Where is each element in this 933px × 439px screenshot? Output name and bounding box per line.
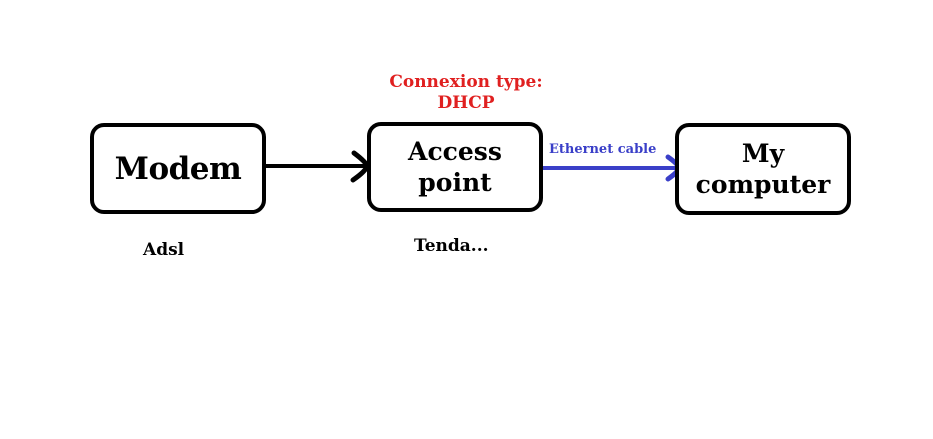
access-point-caption: Tenda...	[414, 236, 489, 256]
access-point-label-line1: Access	[408, 137, 502, 166]
connexion-type-annotation: Connexion type:	[389, 72, 543, 92]
access-point-node: Access point	[367, 122, 543, 212]
computer-node: My computer	[675, 123, 851, 215]
modem-node: Modem	[90, 123, 266, 214]
arrow-modem-to-access-point	[266, 150, 370, 183]
computer-node-label: My computer	[696, 138, 831, 200]
arrow-access-point-to-computer	[543, 154, 682, 182]
ethernet-cable-label: Ethernet cable	[549, 142, 657, 157]
computer-label-line2: computer	[695, 170, 831, 199]
modem-caption: Adsl	[143, 240, 185, 260]
dhcp-annotation: DHCP	[437, 93, 495, 113]
computer-label-line1: My	[741, 139, 785, 168]
access-point-node-label: Access point	[408, 136, 502, 198]
modem-node-label: Modem	[114, 150, 242, 187]
access-point-label-line2: point	[418, 168, 492, 197]
